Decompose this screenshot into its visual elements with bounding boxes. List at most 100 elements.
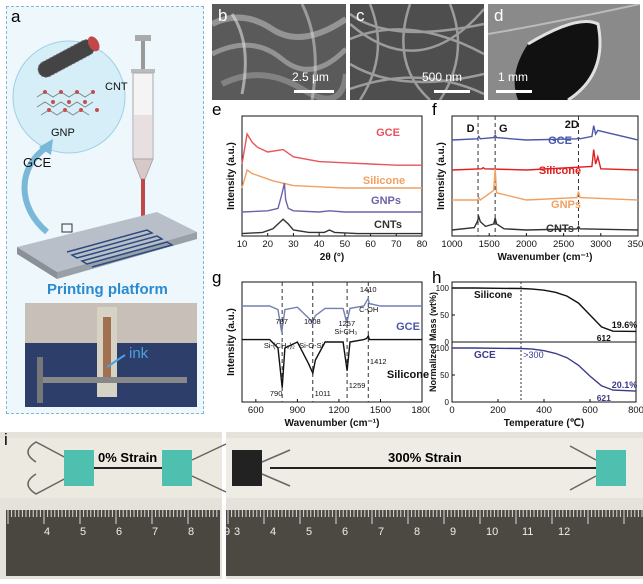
strain-photo bbox=[0, 432, 643, 579]
y-axis-label: Normalized Mass (wt%) bbox=[428, 292, 438, 392]
series-label: GCE bbox=[474, 350, 496, 361]
x-tick-label: 200 bbox=[490, 405, 506, 416]
series-label: Silicone bbox=[363, 175, 405, 187]
peak-label: G bbox=[499, 123, 508, 135]
x-tick-label: 900 bbox=[289, 405, 305, 416]
series-line-gnps bbox=[241, 183, 422, 213]
series-line-gce bbox=[452, 347, 637, 392]
panel-d: d 1 mm bbox=[488, 4, 640, 100]
panel-letter: e bbox=[212, 100, 222, 119]
series-label: GCE bbox=[376, 127, 400, 139]
peak-annotation: 1011 bbox=[315, 389, 331, 398]
panel-letter: b bbox=[218, 6, 228, 25]
x-tick-label: 10 bbox=[237, 239, 248, 250]
x-tick-label: 800 bbox=[628, 405, 643, 416]
series-line-gnps bbox=[452, 168, 639, 202]
ruler-number: 11 bbox=[522, 526, 534, 538]
series-line-silicone bbox=[241, 168, 422, 189]
x-tick-label: 600 bbox=[248, 405, 264, 416]
peak-annotation: 1410 bbox=[360, 285, 377, 294]
series-label: GNPs bbox=[371, 195, 401, 207]
x-tick-label: 2500 bbox=[553, 239, 574, 250]
x-tick-label: 1500 bbox=[479, 239, 500, 250]
series-line-silicone bbox=[242, 334, 422, 388]
panel-a: a bbox=[6, 6, 204, 414]
x-tick-label: 30 bbox=[288, 239, 299, 250]
panel-letter: f bbox=[432, 100, 437, 119]
syringe-icon bbox=[131, 35, 155, 219]
x-tick-label: 600 bbox=[582, 405, 598, 416]
panel-letter: i bbox=[4, 430, 8, 449]
residual-label: 19.6% bbox=[612, 320, 638, 330]
x-tick-label: 2000 bbox=[516, 239, 537, 250]
panel-letter: h bbox=[432, 268, 442, 287]
y-tick-label: 50 bbox=[440, 371, 449, 380]
curved-arrow-icon bbox=[21, 144, 49, 235]
ruler-number: 4 bbox=[44, 526, 51, 538]
residual-label: 20.1% bbox=[612, 380, 638, 390]
ruler-number: 8 bbox=[188, 526, 195, 538]
scale-bar-label: 2.5 μm bbox=[292, 70, 329, 84]
gce-label: GCE bbox=[23, 155, 52, 170]
ruler-number: 12 bbox=[558, 526, 571, 538]
plot-frame bbox=[241, 281, 423, 403]
peak-label: 2D bbox=[565, 119, 579, 131]
ruler-number: 5 bbox=[306, 526, 313, 538]
scale-bar-label: 1 mm bbox=[498, 70, 528, 84]
chart-f: f 100015002000250030003500Wavenumber (cm… bbox=[428, 100, 643, 266]
raman-chart: 100015002000250030003500Wavenumber (cm⁻¹… bbox=[436, 115, 643, 263]
gnp-label: GNP bbox=[51, 127, 75, 139]
gnp-atoms bbox=[43, 90, 99, 112]
series-line-cnts bbox=[241, 218, 422, 235]
series-label: Silicone bbox=[539, 165, 581, 177]
serpentine-trace bbox=[66, 229, 174, 268]
x-tick-label: 1500 bbox=[370, 405, 391, 416]
ruler-number: 9 bbox=[450, 526, 457, 538]
y-axis-label: Intensity (a.u.) bbox=[226, 142, 237, 210]
x-axis-label: Wavenumber (cm⁻¹) bbox=[498, 252, 593, 263]
threshold-label: >300 bbox=[523, 350, 543, 360]
x-tick-label: 0 bbox=[449, 405, 454, 416]
x-tick-label: 1800 bbox=[411, 405, 430, 416]
x-tick-label: 3500 bbox=[627, 239, 643, 250]
x-axis-label: 2θ (°) bbox=[320, 252, 344, 263]
peak-label: D bbox=[467, 123, 475, 135]
x-tick-label: 70 bbox=[391, 239, 402, 250]
series-label: CNTs bbox=[546, 223, 574, 235]
series-label: GNPs bbox=[551, 199, 581, 211]
temp-label: 621 bbox=[597, 393, 611, 403]
x-tick-label: 60 bbox=[365, 239, 376, 250]
series-label: GCE bbox=[548, 135, 572, 147]
peak-annotation: 1259 bbox=[349, 381, 366, 390]
printing-schematic bbox=[12, 35, 197, 407]
panel-b: b 2.5 μm bbox=[212, 4, 346, 100]
x-tick-label: 1200 bbox=[328, 405, 349, 416]
ruler-number: 7 bbox=[378, 526, 385, 538]
panel-letter: g bbox=[212, 268, 222, 287]
y-tick-label: 100 bbox=[436, 344, 450, 353]
y-axis-label: Intensity (a.u.) bbox=[226, 308, 237, 376]
ruler-number: 4 bbox=[270, 526, 277, 538]
series-label: GCE bbox=[396, 321, 420, 333]
y-tick-label: 0 bbox=[445, 398, 450, 407]
clip-icon bbox=[162, 443, 227, 493]
ruler-number: 7 bbox=[152, 526, 159, 538]
peak-annotation: C-OH bbox=[359, 305, 378, 314]
panel-letter: a bbox=[11, 7, 21, 26]
ruler-number: 6 bbox=[116, 526, 123, 538]
ruler-right bbox=[226, 510, 643, 576]
platform-label: Printing platform bbox=[47, 281, 168, 298]
peak-annotation: 790 bbox=[270, 389, 283, 398]
peak-annotation: Si-CH₃ bbox=[334, 327, 357, 336]
panel-c: c 500 nm bbox=[350, 4, 484, 100]
peak-annotation: 1257 bbox=[338, 319, 355, 328]
peak-annotation: Si-(CH₃)₂ bbox=[264, 341, 295, 350]
